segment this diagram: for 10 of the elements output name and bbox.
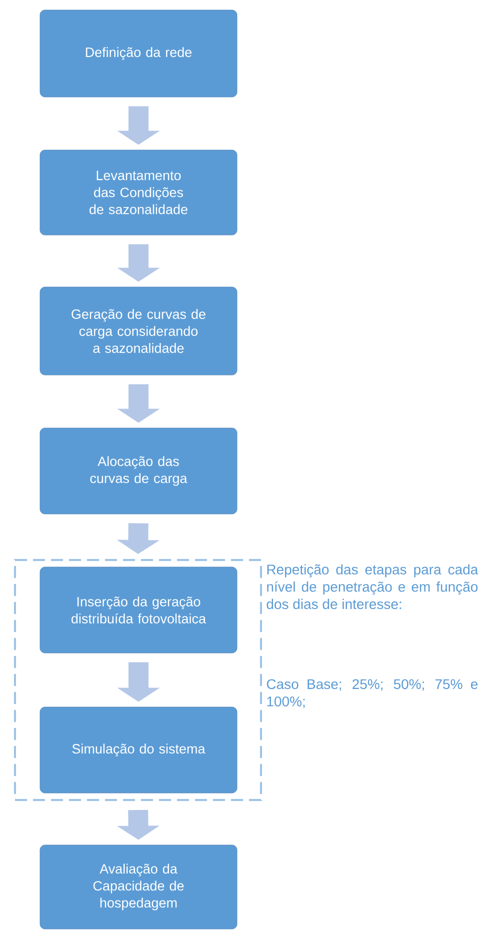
process-box: Definição da rede: [40, 10, 238, 98]
note-text: Repetição das etapas para cada nível de penetração e em função dos dias de interesse:: [266, 564, 478, 610]
process-box: Levantamento das Condições de sazonalidade: [40, 150, 238, 236]
note-text: Caso Base; 25%; 50%; 75% e 100%;: [266, 679, 478, 708]
process-box: Avaliação da Capacidade de hospedagem: [40, 844, 238, 930]
process-box: Geração de curvas de carga considerando a sazonalidade: [40, 286, 238, 376]
process-box: Simulação do sistema: [40, 706, 238, 794]
process-box: Inserção da geração distribuída fotovoltaica: [40, 566, 238, 654]
process-box: Alocação das curvas de carga: [40, 428, 238, 514]
dashed-frame: [14, 559, 262, 801]
